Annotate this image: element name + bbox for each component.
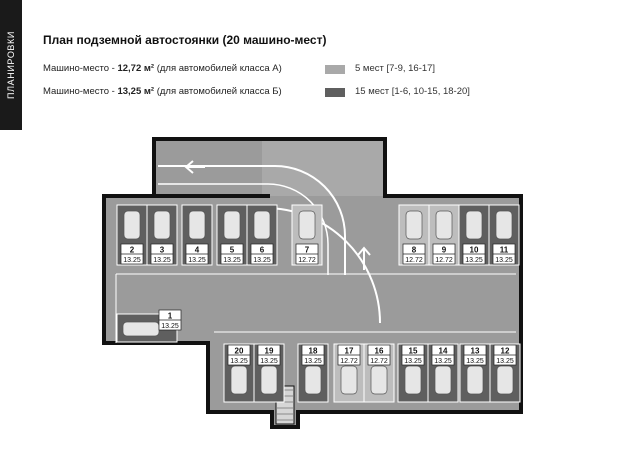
spot-area: 13.25 xyxy=(434,358,452,365)
parking-spot[interactable]: 13 13.25 xyxy=(459,343,491,403)
spot-number: 2 xyxy=(130,246,135,255)
spot-number: 20 xyxy=(235,347,244,356)
car-icon xyxy=(495,210,513,240)
spot-area: 13.25 xyxy=(223,257,241,264)
ramp-lane-line-inner xyxy=(158,165,346,275)
legend-dark-text: 15 мест [1-6, 10-15, 18-20] xyxy=(355,86,470,97)
legend-type-b: Машино-место - 13,25 м² (для автомобилей… xyxy=(43,86,282,97)
car-icon xyxy=(260,365,278,395)
spot-number: 16 xyxy=(375,347,384,356)
spot-area: 13.25 xyxy=(404,358,422,365)
parking-spot[interactable]: 213.25 xyxy=(116,204,148,266)
parking-spot[interactable]: 19 13.25 xyxy=(253,343,285,403)
car-icon xyxy=(466,365,484,395)
spot-number: 7 xyxy=(305,246,310,255)
car-icon xyxy=(434,365,452,395)
spot-area: 13.25 xyxy=(304,358,322,365)
car-icon xyxy=(405,210,423,240)
spot-number: 8 xyxy=(412,246,417,255)
spot-area: 13.25 xyxy=(253,257,271,264)
legend-type-a: Машино-место - 12,72 м² (для автомобилей… xyxy=(43,63,282,74)
parking-spot[interactable]: 10 13.25 xyxy=(458,204,490,266)
parking-spot[interactable]: 912.72 xyxy=(428,204,460,266)
parking-spot[interactable]: 12 13.25 xyxy=(489,343,521,403)
car-icon xyxy=(298,210,316,240)
car-icon xyxy=(340,365,358,395)
arrow-left-icon xyxy=(184,160,205,174)
parking-spot[interactable]: 18 13.25 xyxy=(297,343,329,403)
car-icon xyxy=(496,365,514,395)
ramp-arc xyxy=(264,207,381,324)
spot-area: 13.25 xyxy=(161,323,179,330)
spot-number: 9 xyxy=(442,246,447,255)
car-icon xyxy=(123,210,141,240)
plan-title: План подземной автостоянки (20 машино-ме… xyxy=(43,33,327,47)
parking-spot[interactable]: 513.25 xyxy=(216,204,248,266)
spot-number: 15 xyxy=(409,347,418,356)
ramp-light-area xyxy=(262,141,383,196)
spot-area: 12.72 xyxy=(370,358,388,365)
spot-area: 13.25 xyxy=(495,257,513,264)
parking-spot[interactable]: 712.72 xyxy=(291,204,323,266)
parking-spot[interactable]: 113.25 xyxy=(116,309,182,343)
spot-number: 19 xyxy=(265,347,274,356)
car-icon xyxy=(370,365,388,395)
spot-area: 12.72 xyxy=(435,257,453,264)
spot-number: 17 xyxy=(345,347,354,356)
parking-spot[interactable]: 613.25 xyxy=(246,204,278,266)
spot-area: 12.72 xyxy=(340,358,358,365)
ramp-lane-line-outer xyxy=(158,183,329,275)
legend-swatch-dark xyxy=(325,88,345,97)
parking-spot[interactable]: 16 12.72 xyxy=(363,343,395,403)
spot-area: 13.25 xyxy=(123,257,141,264)
sidebar-tab[interactable]: ПЛАНИРОВКИ xyxy=(0,0,22,130)
car-icon xyxy=(435,210,453,240)
spot-number: 13 xyxy=(471,347,480,356)
spot-number: 18 xyxy=(309,347,318,356)
parking-spot[interactable]: 812.72 xyxy=(398,204,430,266)
arrow-up-icon xyxy=(357,246,371,270)
car-icon xyxy=(223,210,241,240)
spot-number: 12 xyxy=(501,347,510,356)
spot-area: 13.25 xyxy=(230,358,248,365)
parking-spot[interactable]: 413.25 xyxy=(181,204,213,266)
spot-number: 14 xyxy=(439,347,448,356)
legend-swatch-light xyxy=(325,65,345,74)
parking-spot[interactable]: 20 13.25 xyxy=(223,343,255,403)
spot-area: 13.25 xyxy=(260,358,278,365)
spot-area: 13.25 xyxy=(496,358,514,365)
spot-area: 13.25 xyxy=(465,257,483,264)
spot-area: 13.25 xyxy=(466,358,484,365)
parking-spot[interactable]: 15 13.25 xyxy=(397,343,429,403)
parking-spot[interactable]: 313.25 xyxy=(146,204,178,266)
car-icon xyxy=(465,210,483,240)
car-icon xyxy=(404,365,422,395)
spot-number: 4 xyxy=(195,246,200,255)
spot-number: 1 xyxy=(168,312,173,321)
parking-spot[interactable]: 14 13.25 xyxy=(427,343,459,403)
car-icon xyxy=(153,210,171,240)
spot-number: 3 xyxy=(160,246,165,255)
car-icon xyxy=(230,365,248,395)
car-icon xyxy=(304,365,322,395)
spot-area: 12.72 xyxy=(298,257,316,264)
spot-area: 12.72 xyxy=(405,257,423,264)
spot-number: 11 xyxy=(500,246,509,255)
spot-number: 6 xyxy=(260,246,265,255)
parking-spot[interactable]: 17 12.72 xyxy=(333,343,365,403)
legend-light-text: 5 мест [7-9, 16-17] xyxy=(355,63,436,74)
spot-number: 10 xyxy=(470,246,479,255)
car-icon xyxy=(188,210,206,240)
spot-area: 13.25 xyxy=(153,257,171,264)
parking-spot[interactable]: 11 13.25 xyxy=(488,204,520,266)
spot-area: 13.25 xyxy=(188,257,206,264)
car-icon xyxy=(253,210,271,240)
parking-spots: 113.25213.25313.25413.25513.25613.25712.… xyxy=(116,204,521,403)
spot-number: 5 xyxy=(230,246,235,255)
car-icon xyxy=(122,321,160,337)
